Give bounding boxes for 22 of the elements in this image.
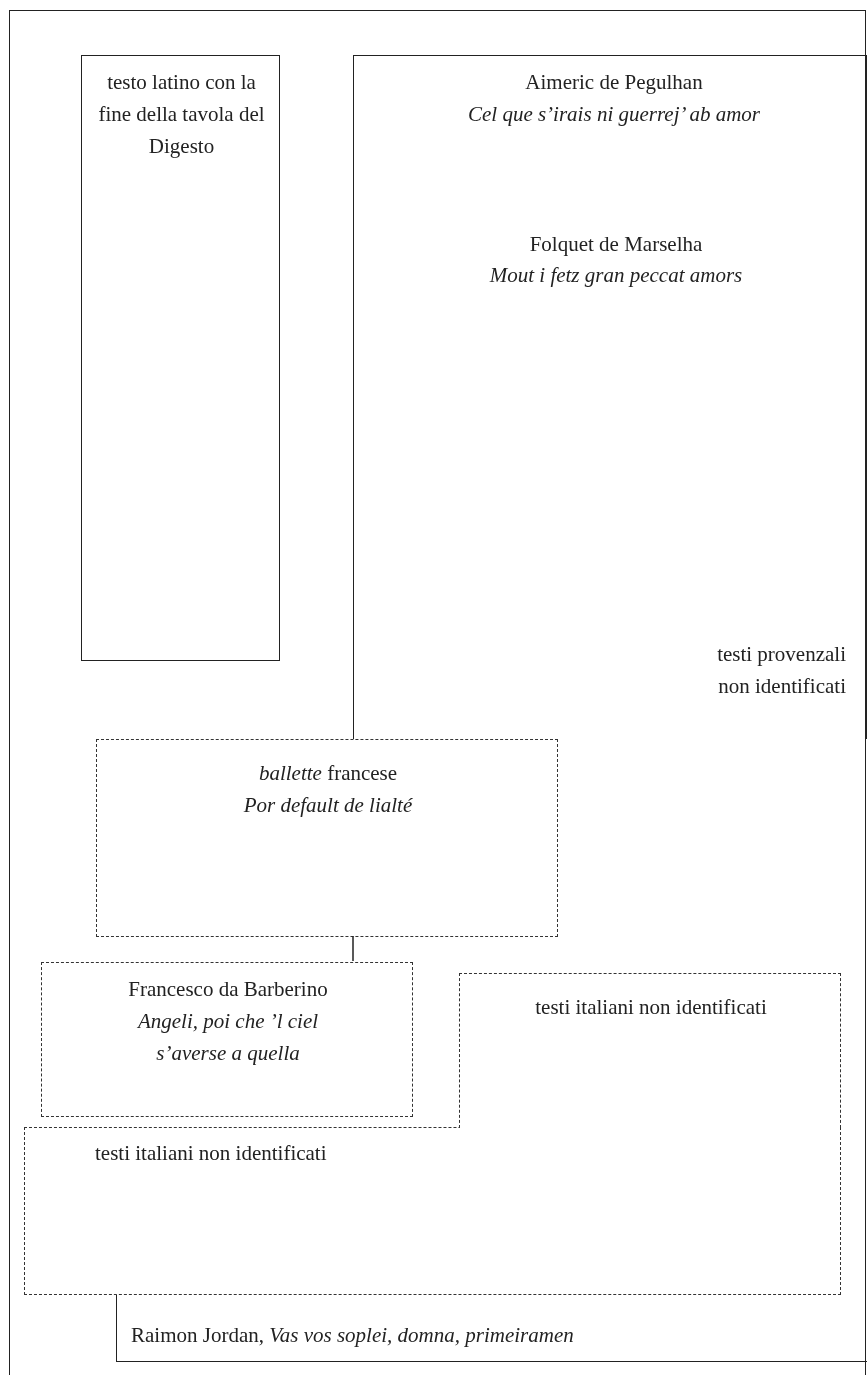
italic-title-text: Por default de lialté: [242, 792, 414, 819]
italic-title-text: Cel que s’irais ni guerrej’ ab amor: [466, 101, 761, 128]
italic-title-text: Mout i fetz gran peccat amors: [488, 262, 744, 289]
heading-text: testi italiani non identificati: [534, 994, 768, 1021]
text-region-frame: [96, 739, 558, 937]
text-block-frame: [81, 55, 280, 661]
text-region-frame: [41, 962, 413, 1117]
connector-line: [352, 935, 354, 962]
text-region-frame: [116, 1295, 867, 1362]
heading-text: Raimon Jordan, Vas vos soplei, domna, primeiramen: [131, 1322, 575, 1349]
heading-text: testo latino con la fine della tavola del Digesto: [97, 69, 266, 160]
heading-text: ballette francese: [257, 760, 399, 787]
heading-text: testi provenzali non identificati: [716, 641, 846, 700]
heading-text: testi italiani non identificati: [95, 1140, 328, 1167]
heading-text: Folquet de Marselha: [528, 231, 704, 258]
page-frame: [9, 10, 866, 1375]
italic-title-text: Angeli, poi che ’l ciel s’averse a quella: [136, 1008, 320, 1067]
text-region-frame: [459, 973, 841, 1128]
heading-text: Aimeric de Pegulhan: [524, 69, 704, 96]
heading-text: Francesco da Barberino: [127, 976, 329, 1003]
text-region-frame: [24, 1127, 841, 1295]
text-region-frame: [353, 55, 867, 739]
